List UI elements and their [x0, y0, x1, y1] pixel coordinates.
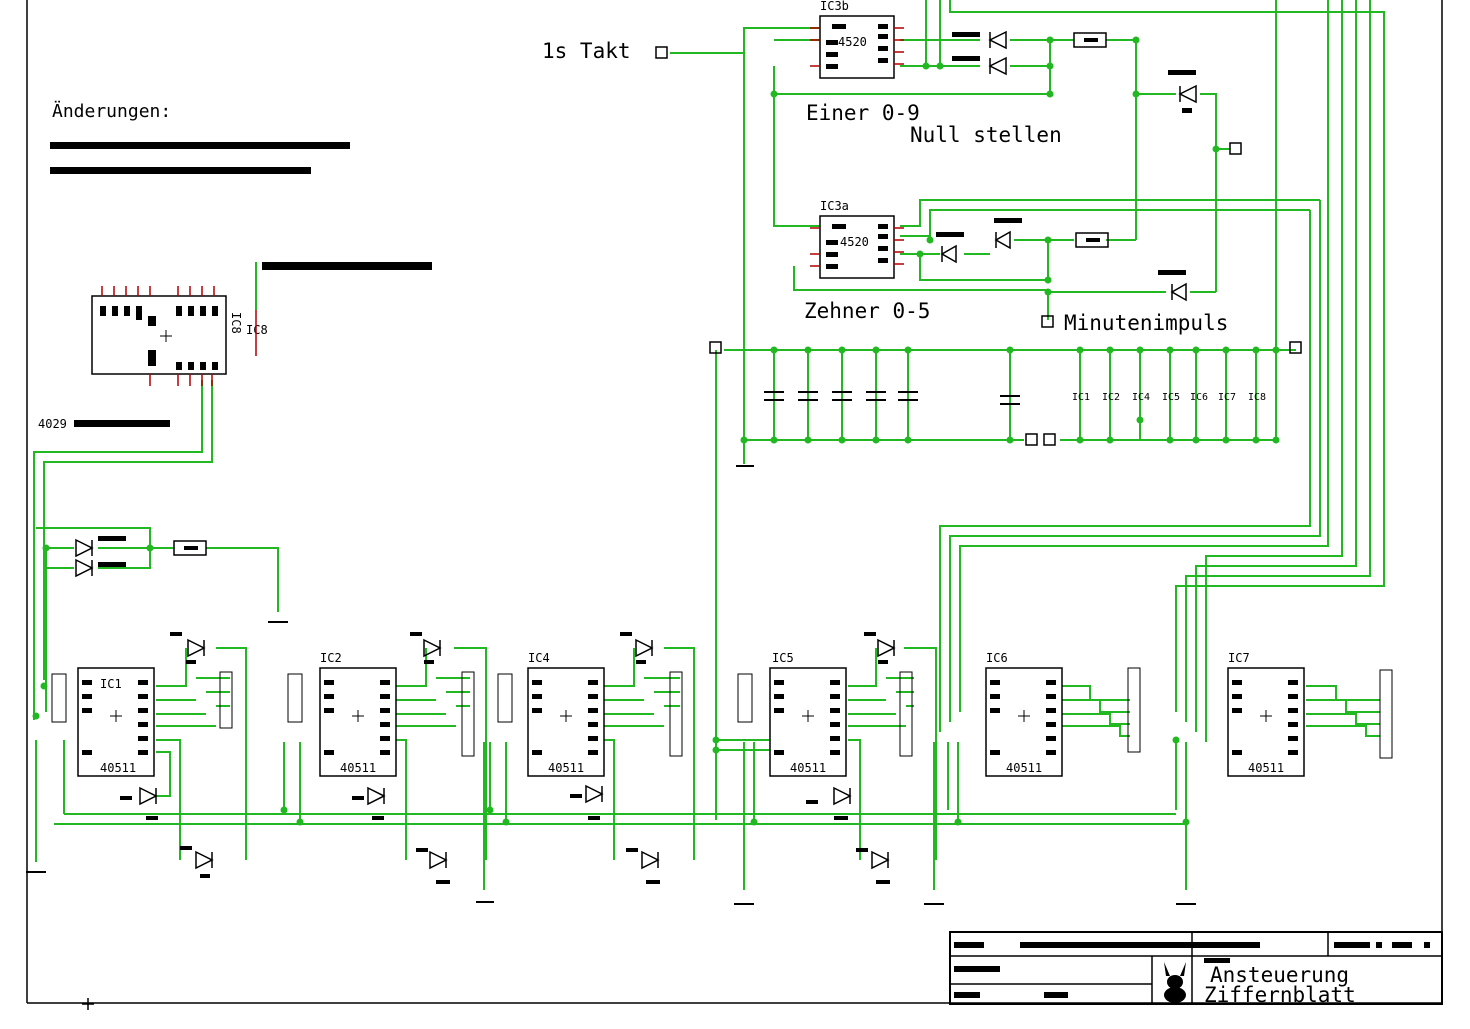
supply-connector-right	[1289, 341, 1302, 354]
decoder-ic4-ref: IC4	[528, 651, 550, 665]
left-diodes	[75, 538, 94, 578]
decoder-ic5-ref: IC5	[772, 651, 794, 665]
decoder-ic5: IC5 40511	[737, 651, 913, 777]
counter-ic3b: IC3b 4520	[810, 0, 904, 79]
decoder-ic6: IC6 40511	[985, 651, 1141, 777]
cap-label-1: IC1	[1072, 392, 1090, 403]
tens-counter-label: Zehner 0-5	[804, 299, 930, 323]
counter-ic3b-type: 4520	[838, 35, 867, 49]
led-labels	[120, 632, 890, 884]
cap-label-7: IC8	[1248, 392, 1266, 403]
clock-label: 1s Takt	[542, 39, 631, 63]
decoder-ic7-type: 40511	[1248, 761, 1284, 775]
supply-connector-left	[709, 341, 722, 354]
title-block: Ansteuerung Ziffernblatt	[949, 931, 1443, 1007]
decoder-ic1-ref: IC1	[100, 677, 122, 691]
part-4029-bar	[74, 420, 170, 427]
diode-labels-top	[936, 32, 1196, 275]
diodes-top	[940, 30, 1197, 302]
minute-pulse-connector	[1041, 315, 1054, 328]
cap-label-2: IC2	[1102, 392, 1120, 403]
decoder-ic7-ref: IC7	[1228, 651, 1250, 665]
ic8-label: IC8	[246, 323, 268, 337]
decoder-ic2-type: 40511	[340, 761, 376, 775]
resistors-top	[173, 32, 1109, 556]
decoder-ic7: IC7 40511	[1227, 651, 1393, 777]
part-4029-label: 4029	[38, 417, 67, 431]
title-line-1: Ansteuerung	[1210, 963, 1349, 987]
decoder-ic1-type: 40511	[100, 761, 136, 775]
changes-block: Änderungen:	[50, 101, 350, 174]
gnd-connector-b	[1043, 433, 1056, 446]
led-symbols	[139, 638, 896, 870]
ic8-block: IC8 IC8	[91, 262, 432, 386]
logo-icon	[1164, 962, 1186, 1003]
left-diode-labels	[98, 536, 126, 567]
cap-ref-labels: IC1 IC2 IC4 IC5 IC6 IC7 IC8	[1072, 392, 1266, 403]
decoder-ic6-type: 40511	[1006, 761, 1042, 775]
counter-ic3b-ref: IC3b	[820, 0, 849, 13]
junction-dots	[32, 36, 1280, 826]
counter-ic3a-ref: IC3a	[820, 199, 849, 213]
decoder-ic1: IC1 40511	[51, 667, 233, 777]
wiring	[33, 0, 1385, 890]
minute-pulse-label: Minutenimpuls	[1064, 311, 1228, 335]
cap-label-5: IC6	[1190, 392, 1208, 403]
units-counter-label: Einer 0-9	[806, 101, 920, 125]
decoder-ic6-ref: IC6	[986, 651, 1008, 665]
decoder-ic5-type: 40511	[790, 761, 826, 775]
cap-label-3: IC4	[1132, 392, 1150, 403]
ground-symbols	[26, 465, 1196, 905]
counter-ic3a: IC3a 4520	[810, 199, 904, 279]
resistor-bodies	[184, 38, 1100, 550]
title-line-2: Ziffernblatt	[1204, 983, 1356, 1007]
gnd-connector-a	[1025, 433, 1038, 446]
clock-connector	[655, 46, 668, 59]
decoder-ic2: IC2 40511	[287, 651, 475, 777]
reset-connector	[1229, 142, 1242, 155]
cap-label-6: IC7	[1218, 392, 1236, 403]
cap-label-4: IC5	[1162, 392, 1180, 403]
counter-ic3a-type: 4520	[840, 235, 869, 249]
changes-label: Änderungen:	[52, 101, 171, 122]
decoder-ic2-ref: IC2	[320, 651, 342, 665]
decoder-ic4-type: 40511	[548, 761, 584, 775]
decoupling-caps	[764, 391, 1020, 405]
reset-label: Null stellen	[910, 123, 1062, 147]
ic8-side-label: IC8	[229, 312, 243, 334]
decoder-ic4: IC4 40511	[497, 651, 683, 777]
